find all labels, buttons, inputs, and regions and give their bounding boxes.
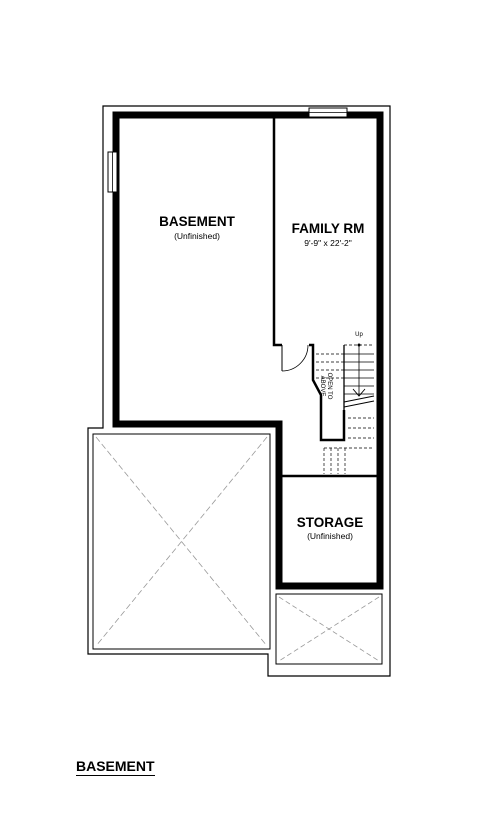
family-room-dimensions: 9'-9" x 22'-2" xyxy=(304,238,352,248)
basement-room-note: (Unfinished) xyxy=(174,231,220,241)
open-to-above-label-1: OPEN TO xyxy=(326,373,332,400)
storage-room-note: (Unfinished) xyxy=(307,531,353,541)
staircase xyxy=(316,343,375,474)
family-room-name: FAMILY RM xyxy=(292,221,365,236)
open-to-above-label-2: ABOVE xyxy=(319,376,325,397)
outer-building-outline xyxy=(87,105,391,677)
family-room-partition xyxy=(272,115,346,442)
stairs-up-label: Up xyxy=(355,332,363,338)
basement-room-name: BASEMENT xyxy=(159,214,236,229)
window-left xyxy=(107,151,118,193)
foundation-wall xyxy=(112,111,384,590)
porch-slab xyxy=(275,593,383,665)
plan-title: BASEMENT xyxy=(76,758,155,776)
garage-slab xyxy=(92,433,271,650)
window-top xyxy=(308,107,348,118)
door-swing xyxy=(281,344,309,372)
storage-room-name: STORAGE xyxy=(297,515,364,530)
